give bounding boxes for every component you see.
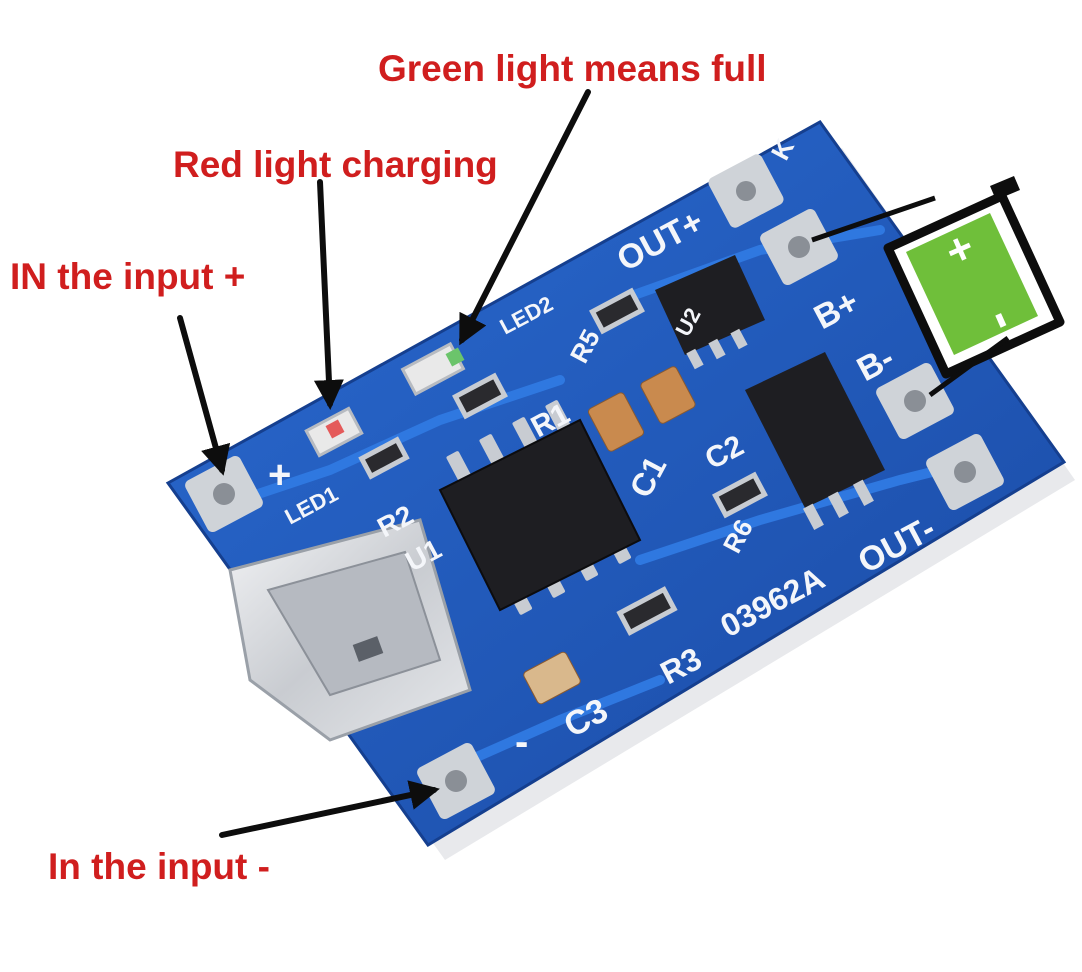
ic-protection <box>745 352 885 530</box>
arrow-in-plus <box>177 315 231 476</box>
callout-in-plus: IN the input + <box>10 256 246 297</box>
callout-arrows <box>177 89 591 838</box>
micro-usb-port <box>228 518 472 742</box>
silk-plus: + <box>268 453 291 497</box>
callout-red-charging: Red light charging <box>173 144 498 185</box>
battery-leads <box>811 195 1010 398</box>
callout-green-full: Green light means full <box>378 48 767 89</box>
silk-minus: - <box>515 720 528 764</box>
led2-green <box>400 341 466 397</box>
ic-u2 <box>655 255 765 370</box>
solder-pads <box>185 154 1004 820</box>
callout-in-minus: In the input - <box>48 846 270 887</box>
arrow-red-charging <box>313 179 344 410</box>
battery-symbol: + - <box>883 176 1065 379</box>
arrow-green-full <box>459 89 591 346</box>
led1-red <box>304 406 364 458</box>
arrow-in-minus <box>219 780 440 838</box>
ic-u1 <box>438 400 642 615</box>
passive-components <box>358 287 768 705</box>
